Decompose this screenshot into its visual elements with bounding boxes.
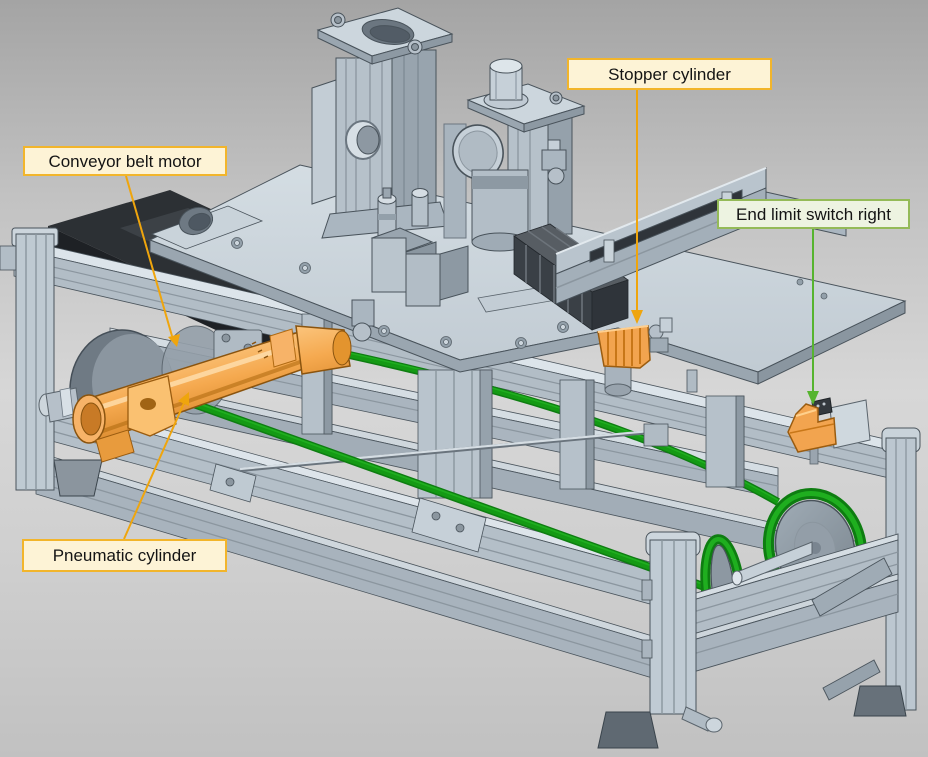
leader-conveyor-belt-motor bbox=[125, 175, 180, 347]
label-conveyor-belt-motor: Conveyor belt motor bbox=[23, 146, 227, 176]
label-end-limit-switch-right: End limit switch right bbox=[717, 199, 910, 229]
end-limit-switch-part bbox=[787, 397, 871, 465]
valve-manifold bbox=[351, 187, 469, 342]
frame-left-post bbox=[0, 227, 59, 491]
leader-pneumatic-cylinder bbox=[123, 392, 189, 540]
leader-lines bbox=[123, 90, 819, 540]
conveyor-belt-near bbox=[170, 391, 710, 593]
stopper-cylinder-part bbox=[597, 317, 673, 397]
leader-stopper-cylinder bbox=[631, 90, 643, 324]
label-pneumatic-cylinder: Pneumatic cylinder bbox=[22, 539, 227, 572]
plate-screws bbox=[231, 237, 828, 349]
leader-end-limit-switch bbox=[807, 229, 819, 405]
frame-near-rails bbox=[25, 391, 695, 689]
pulley-axle bbox=[731, 541, 813, 586]
handle-pin bbox=[681, 706, 723, 733]
frame-right-crossbars bbox=[651, 533, 899, 701]
frame-feet bbox=[53, 459, 907, 749]
label-stopper-cylinder: Stopper cylinder bbox=[567, 58, 772, 90]
tower-stopper-cylinder bbox=[443, 58, 586, 252]
linear-rail-assembly bbox=[555, 167, 847, 305]
frame-near-post bbox=[641, 531, 701, 715]
pneumatic-cylinder-part bbox=[38, 325, 352, 463]
